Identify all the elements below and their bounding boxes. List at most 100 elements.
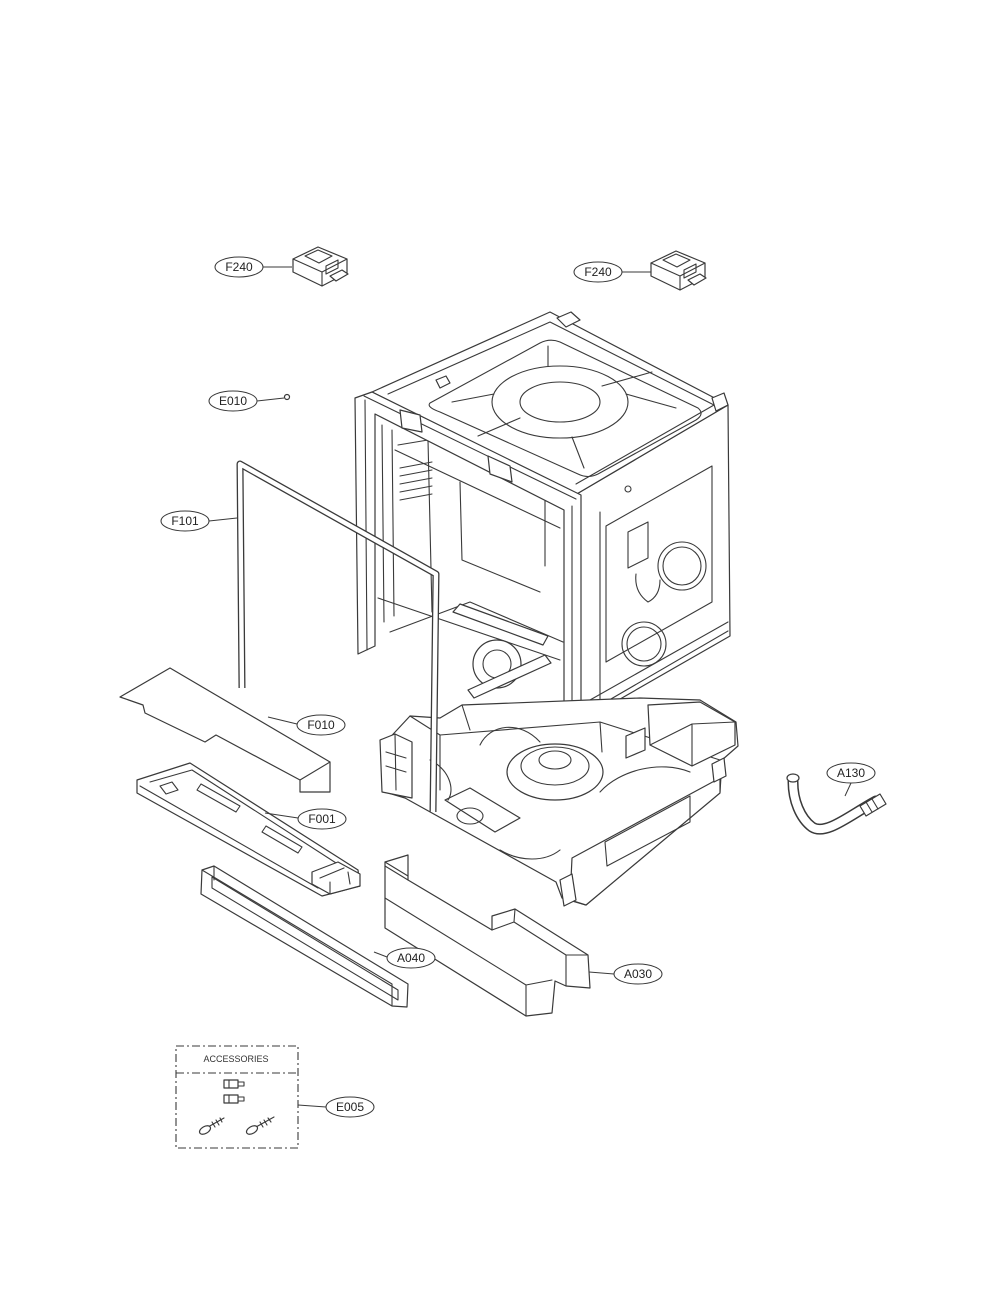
callout-label: F001 bbox=[308, 812, 336, 826]
callout-f240-right: F240 bbox=[573, 261, 651, 283]
bracket-slots bbox=[159, 781, 303, 854]
callout-f010: F010 bbox=[267, 714, 346, 736]
insulation-edges bbox=[384, 861, 589, 1017]
hose-coupling bbox=[859, 793, 887, 817]
callout-e010: E010 bbox=[208, 390, 285, 412]
base-label-plate bbox=[604, 795, 691, 867]
callout-a130: A130 bbox=[826, 762, 876, 797]
callout-bubble bbox=[613, 963, 663, 985]
callout-a040: A040 bbox=[373, 947, 436, 969]
connector-tab bbox=[228, 1079, 245, 1089]
callout-f240-left: F240 bbox=[214, 256, 292, 278]
spray-arm-lower bbox=[467, 654, 552, 699]
side-port-lower bbox=[621, 621, 667, 667]
side-panel-edge bbox=[589, 511, 729, 713]
accessory-connector-2 bbox=[223, 1094, 245, 1104]
tub-frame-hinge-plates bbox=[399, 409, 513, 483]
drain-pump-end bbox=[456, 807, 484, 825]
connector-body bbox=[223, 1079, 239, 1089]
base-frame-lines bbox=[409, 704, 721, 791]
clip-slot bbox=[304, 249, 339, 275]
tub-hinge-brackets bbox=[435, 311, 729, 412]
side-port-upper bbox=[657, 541, 707, 591]
leader-line bbox=[267, 716, 298, 725]
leader-line bbox=[256, 397, 285, 402]
screw-head bbox=[198, 1125, 212, 1135]
callout-bubble bbox=[297, 808, 347, 830]
clip-tab bbox=[329, 269, 349, 282]
tub-screw-hole bbox=[624, 485, 632, 493]
leader-line bbox=[844, 782, 852, 797]
callout-f101: F101 bbox=[160, 510, 238, 532]
accessory-screw-2 bbox=[245, 1116, 275, 1135]
base-outline bbox=[382, 697, 739, 906]
hose-inner bbox=[789, 778, 880, 833]
callout-bubble bbox=[325, 1096, 375, 1118]
sump-ring bbox=[520, 746, 590, 786]
callout-label: F240 bbox=[584, 265, 612, 279]
connector-tab bbox=[228, 1094, 245, 1104]
side-slot bbox=[627, 521, 661, 603]
callout-label: F010 bbox=[307, 718, 335, 732]
callout-bubble bbox=[160, 510, 210, 532]
callout-bubble bbox=[573, 261, 623, 283]
callout-label: E010 bbox=[219, 394, 247, 408]
sheet-flange bbox=[299, 761, 331, 781]
base-left-block-detail bbox=[385, 733, 407, 791]
part-a130-hose bbox=[786, 773, 887, 835]
clip-tab bbox=[687, 273, 707, 286]
tub-top-rim bbox=[387, 321, 715, 485]
tub-top-spray-dome bbox=[491, 365, 629, 439]
tub-interior bbox=[377, 424, 564, 661]
tub-top-dome bbox=[428, 339, 702, 478]
tub-top-ribs bbox=[451, 345, 677, 469]
accessories-frame bbox=[175, 1045, 299, 1149]
side-panel bbox=[605, 465, 713, 663]
interior-floor bbox=[389, 601, 564, 643]
part-tub bbox=[354, 311, 731, 723]
callout-a030: A030 bbox=[588, 963, 663, 985]
connector-body bbox=[223, 1094, 239, 1104]
leader-line bbox=[297, 1104, 327, 1108]
bracket-end-clip-detail bbox=[319, 867, 351, 895]
interior-rack-rail bbox=[377, 449, 561, 661]
part-f240-left-clip bbox=[292, 246, 349, 287]
leader-line bbox=[208, 517, 238, 522]
callout-bubble bbox=[296, 714, 346, 736]
base-feet bbox=[559, 757, 727, 907]
part-f010-cover-sheet bbox=[119, 667, 331, 793]
sheet-outline bbox=[119, 667, 331, 793]
bracket-end-clip bbox=[311, 861, 361, 895]
sump bbox=[506, 743, 604, 801]
clip-body bbox=[292, 246, 348, 287]
callout-f001: F001 bbox=[264, 808, 347, 830]
part-f240-right-clip bbox=[650, 250, 707, 291]
accessory-connector-1 bbox=[223, 1079, 245, 1089]
accessory-screw-1 bbox=[198, 1117, 225, 1135]
gasket-inner bbox=[237, 461, 439, 813]
part-base-assembly bbox=[379, 697, 739, 907]
part-e005-accessories-box: ACCESSORIES bbox=[175, 1045, 299, 1149]
hose-end-fitting bbox=[786, 773, 800, 783]
leader-line bbox=[373, 951, 388, 958]
side-port-upper-inner bbox=[662, 546, 702, 586]
drain-pump bbox=[444, 787, 521, 833]
sump-center bbox=[538, 750, 572, 770]
screw-shaft bbox=[255, 1116, 275, 1128]
callout-label: A130 bbox=[837, 766, 865, 780]
base-connector bbox=[625, 727, 646, 759]
callout-label: A040 bbox=[397, 951, 425, 965]
part-f001-bracket bbox=[136, 762, 361, 897]
clip-edges bbox=[650, 262, 706, 291]
trim-outline bbox=[200, 865, 409, 1008]
bracket-rail bbox=[139, 769, 351, 889]
clip-body bbox=[650, 250, 706, 291]
callout-bubble bbox=[208, 390, 258, 412]
part-a030-insulation bbox=[384, 854, 591, 1017]
accessories-title: ACCESSORIES bbox=[203, 1054, 268, 1064]
leader-line bbox=[264, 812, 299, 819]
callout-e005: E005 bbox=[297, 1096, 375, 1118]
hose-coupling-ribs bbox=[865, 798, 879, 813]
screw-shaft bbox=[207, 1117, 225, 1128]
